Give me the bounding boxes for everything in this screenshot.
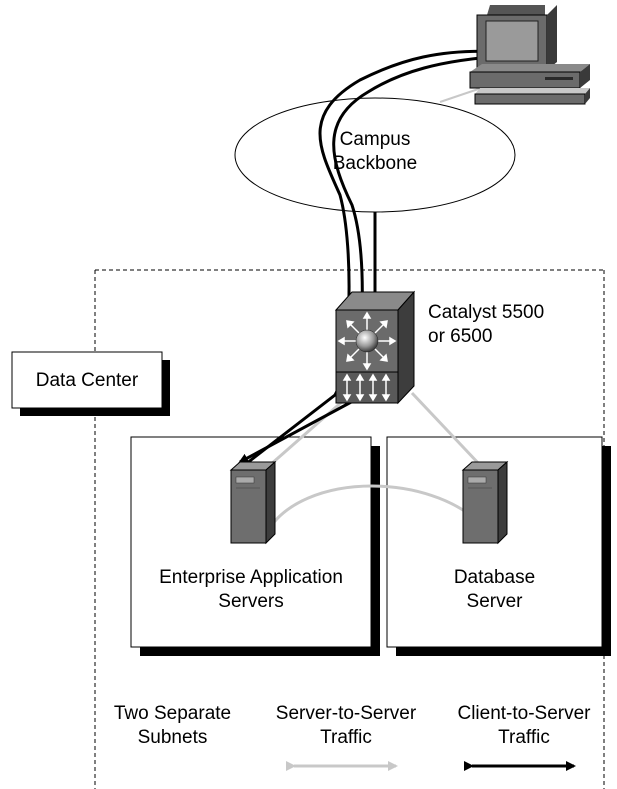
- switch-label-line1: Catalyst 5500: [428, 302, 545, 323]
- data-center-label: Data Center: [35, 370, 139, 391]
- switch-label: Catalyst 5500 or 6500: [428, 301, 544, 349]
- legend-subnets: Two Separate Subnets: [100, 702, 245, 750]
- workstation-icon: [469, 5, 590, 105]
- db-server-label-line1: Database: [453, 567, 536, 588]
- legend-subnets-line1: Two Separate: [113, 703, 232, 724]
- legend-subnets-line2: Subnets: [137, 727, 208, 748]
- app-servers-label-line2: Servers: [218, 591, 284, 612]
- server-links: [269, 391, 482, 467]
- legend-server-traffic-line2: Traffic: [320, 727, 372, 748]
- app-servers-label-line1: Enterprise Application: [159, 567, 343, 588]
- legend-server-traffic-line1: Server-to-Server: [275, 703, 417, 724]
- cloud-label-line2: Backbone: [332, 153, 418, 174]
- legend-client-traffic-line2: Traffic: [498, 727, 550, 748]
- switch-label-line2: or 6500: [428, 326, 493, 347]
- legend-client-traffic-line1: Client-to-Server: [457, 703, 591, 724]
- cloud-label-line1: Campus: [339, 129, 411, 150]
- data-center-label-box: [11, 351, 170, 416]
- db-server-label-line2: Server: [466, 591, 523, 612]
- app-servers-label: Enterprise Application Servers: [131, 566, 371, 614]
- legend-client-traffic: Client-to-Server Traffic: [440, 702, 608, 750]
- legend-server-traffic: Server-to-Server Traffic: [258, 702, 434, 750]
- db-server-icon: [461, 460, 509, 545]
- app-server-icon: [229, 460, 277, 545]
- db-server-label: Database Server: [387, 566, 602, 614]
- cloud-label: Campus Backbone: [305, 128, 445, 176]
- catalyst-switch-icon: [334, 290, 416, 405]
